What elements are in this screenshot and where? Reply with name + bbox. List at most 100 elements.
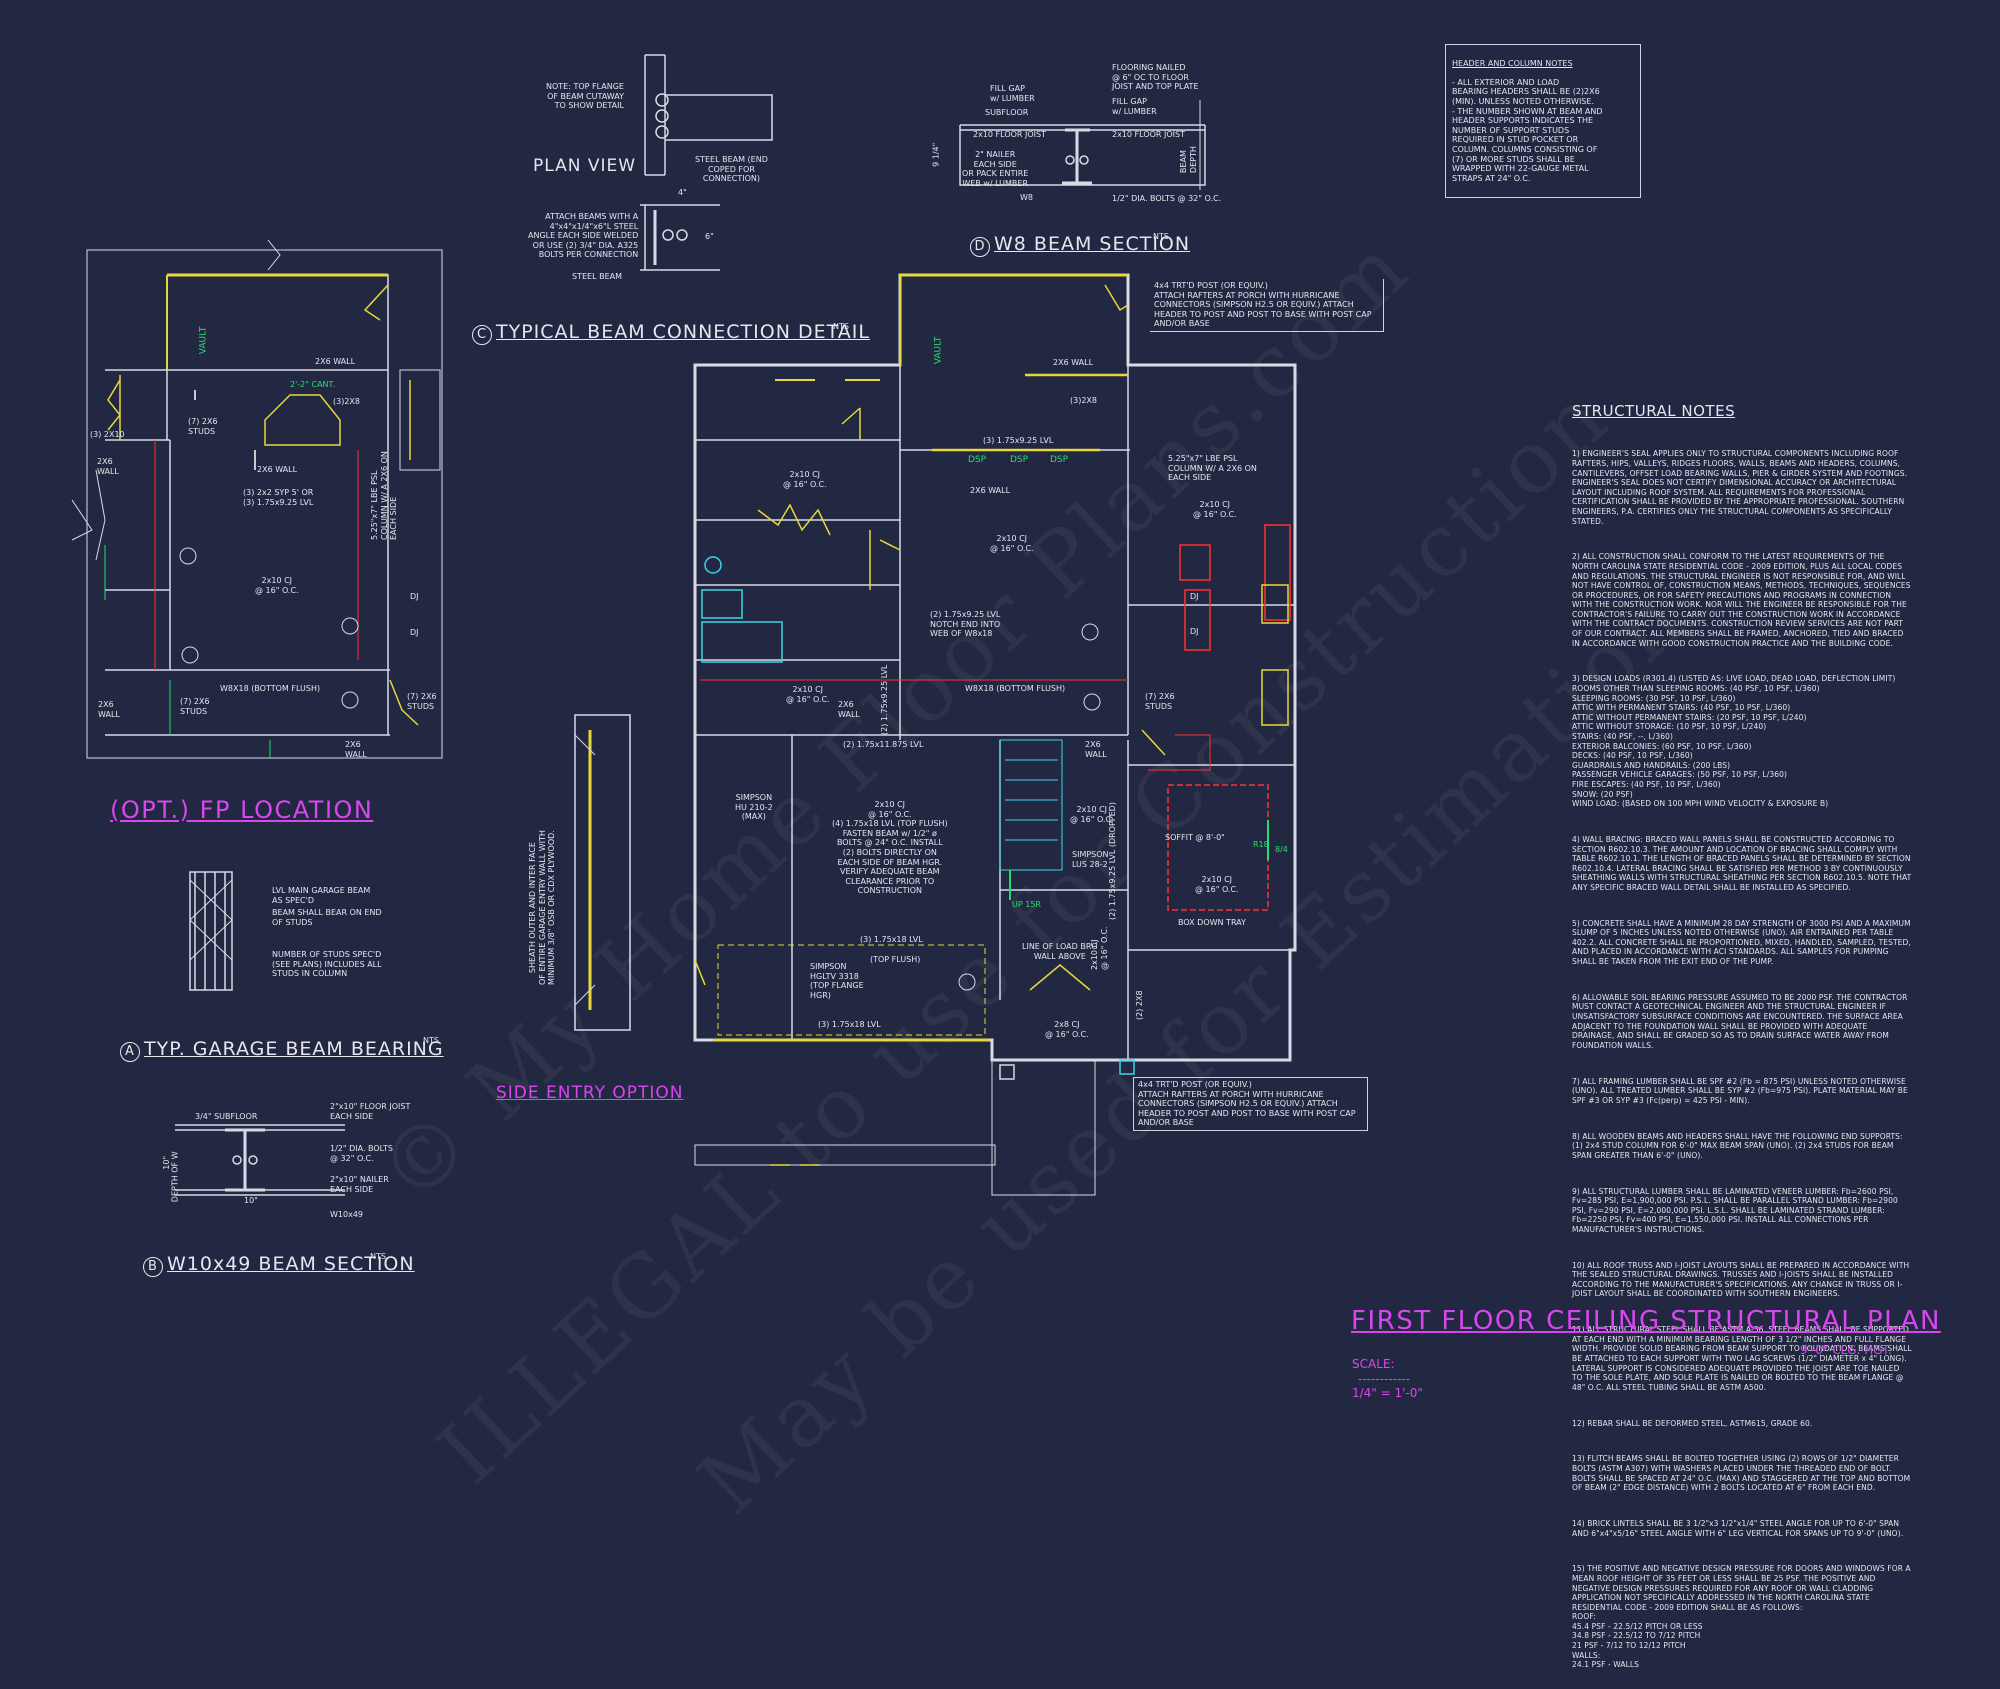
plan-view-note-top: NOTE: TOP FLANGE OF BEAM CUTAWAY TO SHOW… [546, 82, 624, 111]
w8-fill-gap-top: FILL GAP w/ LUMBER [990, 84, 1035, 103]
structural-notes: STRUCTURAL NOTES 1) ENGINEER'S SEAL APPL… [1572, 383, 1912, 1689]
garage-beam-note-3: NUMBER OF STUDS SPEC'D (SEE PLANS) INCLU… [272, 950, 382, 979]
w8-floor-joist-left: 2x10 FLOOR JOIST [973, 130, 1046, 139]
plan-studs: (7) 2X6 STUDS [1145, 692, 1175, 711]
note-12: 12) REBAR SHALL BE DEFORMED STEEL, ASTM6… [1572, 1418, 1813, 1428]
fp-dj-2: DJ [410, 628, 419, 637]
detail-marker-c: C [472, 324, 492, 345]
plan-vault: VAULT [933, 336, 944, 365]
sheet-scale-value: 1/4" = 1'-0" [1352, 1386, 1423, 1401]
w8-floor-joist-right: 2x10 FLOOR JOIST [1112, 130, 1185, 139]
garage-beam-title-text: TYP. GARAGE BEAM BEARING [144, 1037, 444, 1060]
plan-cj-f: 2x10 CJ @ 16" O.C. [1195, 875, 1239, 894]
note-6: 6) ALLOWABLE SOIL BEARING PRESSURE ASSUM… [1572, 992, 1908, 1050]
plan-dj-2: DJ [1190, 627, 1199, 636]
w8-section-title-text: W8 BEAM SECTION [994, 232, 1191, 255]
garage-beam-note-2: BEAM SHALL BEAR ON END OF STUDS [272, 908, 382, 927]
sheet-scale-dashes: ------------ [1358, 1371, 1410, 1386]
plan-simpson-hu: SIMPSON HU 210-2 (MAX) [735, 793, 773, 822]
w8-bolts: 1/2" DIA. BOLTS @ 32" O.C. [1112, 194, 1222, 203]
note-3: 3) DESIGN LOADS (R301.4) (LISTED AS: LIV… [1572, 674, 1896, 809]
garage-beam-bearing [189, 871, 233, 991]
note-1: 1) ENGINEER'S SEAL APPLIES ONLY TO STRUC… [1572, 449, 1908, 526]
fp-wall-b: 2X6 WALL [257, 465, 298, 474]
plan-cj-g: 2x8 CJ @ 16" O.C. [1045, 1020, 1089, 1039]
garage-beam-scale: NTS [423, 1036, 439, 1045]
fp-location-title: (OPT.) FP LOCATION [110, 796, 374, 824]
plan-view-label: PLAN VIEW [533, 156, 637, 176]
note-8: 8) ALL WOODEN BEAMS AND HEADERS SHALL HA… [1572, 1131, 1903, 1160]
w8-beam-depth: BEAM DEPTH [1178, 146, 1198, 174]
header-column-notes: HEADER AND COLUMN NOTES - ALL EXTERIOR A… [1445, 44, 1641, 198]
header-column-notes-body: - ALL EXTERIOR AND LOAD BEARING HEADERS … [1452, 77, 1603, 183]
plan-box-tray: BOX DOWN TRAY [1178, 918, 1246, 927]
w8-label: W8 [1020, 193, 1033, 202]
plan-lvl-dropped: (2) 1.75x9.25 LVL (DROPPED) [1108, 802, 1117, 920]
detail-marker-b: B [143, 1256, 163, 1277]
w10-bolts: 1/2" DIA. BOLTS @ 32" O.C. [330, 1144, 393, 1163]
plan-lvl-bottom: (3) 1.75x18 LVL [818, 1020, 881, 1029]
plan-lvl-notch: (2) 1.75x9.25 LVL NOTCH END INTO WEB OF … [930, 610, 1001, 639]
fp-studs-b: (7) 2X6 STUDS [180, 697, 210, 716]
w8-nailer: 2" NAILER EACH SIDE OR PACK ENTIRE WEB w… [962, 150, 1029, 188]
fp-wall-a: 2X6 WALL [97, 457, 119, 476]
plan-cj-e: 2x10 CJ @ 16" O.C. [1070, 805, 1114, 824]
note-7: 7) ALL FRAMING LUMBER SHALL BE SPF #2 (F… [1572, 1076, 1908, 1105]
beam-connection-detail [640, 54, 773, 271]
fp-wall-d: 2X6 WALL [345, 740, 367, 759]
plan-lvl-top: (3) 1.75x9.25 LVL [983, 436, 1054, 445]
plan-dsp-3: DSP [1050, 455, 1069, 465]
steel-beam-label: STEEL BEAM [572, 272, 622, 281]
w8-flooring: FLOORING NAILED @ 6" OC TO FLOOR JOIST A… [1112, 63, 1199, 92]
beam-connection-scale: NTS [833, 322, 849, 331]
w10-dim-w: 10" [244, 1196, 258, 1205]
garage-beam-note-1: LVL MAIN GARAGE BEAM AS SPEC'D [272, 886, 371, 905]
structural-notes-title: STRUCTURAL NOTES [1572, 402, 1736, 421]
w10-section-title-text: W10x49 BEAM SECTION [167, 1252, 415, 1275]
plan-view-note-steel: STEEL BEAM (END COPED FOR CONNECTION) [695, 155, 768, 184]
plan-wall-2x6: 2X6 WALL [1053, 358, 1094, 367]
fp-dj-1: DJ [410, 592, 419, 601]
sheet-scale: SCALE: ------------ 1/4" = 1'-0" [1352, 1343, 1423, 1401]
plan-wall-2x6-b: 2X6 WALL [970, 486, 1011, 495]
plan-lvl-flush: 2x10 CJ @ 16" O.C. (4) 1.75x18 LVL (TOP … [832, 800, 948, 896]
side-entry-title: SIDE ENTRY OPTION [496, 1083, 684, 1103]
w8-subfloor: SUBFLOOR [985, 108, 1029, 117]
fp-studs-7: (7) 2X6 STUDS [188, 417, 218, 436]
dim-6in: 6" [705, 232, 714, 241]
plan-up-15r: UP 15R [1012, 900, 1041, 909]
fp-3-2x10: (3) 2X10 [90, 430, 125, 439]
note-2: 2) ALL CONSTRUCTION SHALL CONFORM TO THE… [1572, 552, 1911, 648]
note-11: 11) ALL STRUCTURAL STEEL SHALL BE ASTM A… [1572, 1325, 1912, 1392]
w10-section-scale: NTS [370, 1252, 386, 1261]
w8-dim: 9 1/4" [931, 142, 941, 167]
fp-syp: (3) 2x2 SYP 5' OR (3) 1.75x9.25 LVL [243, 488, 314, 507]
plan-psl: 5.25"x7" LBE PSL COLUMN W/ A 2X6 ON EACH… [1168, 454, 1257, 483]
w10-beam: W10x49 [330, 1210, 364, 1219]
plan-3-2x8: (3)2X8 [1070, 396, 1097, 405]
note-15: 15) THE POSITIVE AND NEGATIVE DESIGN PRE… [1572, 1564, 1911, 1670]
porch-post-note-top: 4x4 TRT'D POST (OR EQUIV.) ATTACH RAFTER… [1150, 279, 1384, 332]
plan-simpson-hgt: SIMPSON HGLTV 3318 (TOP FLANGE HGR) [810, 962, 864, 1000]
plan-lvl-side: (2) 1.75x9.25 LVL [880, 664, 889, 735]
plan-cj-b: 2x10 CJ @ 16" O.C. [990, 534, 1034, 553]
fp-wall-c: 2X6 WALL [98, 700, 120, 719]
plan-simpson-lus: SIMPSON LUS 28-2 [1072, 850, 1109, 869]
fp-psl: 5.25"x7" LBE PSL COLUMN W/ A 2X6 ON EACH… [370, 451, 399, 540]
fp-studs-c: (7) 2X6 STUDS [407, 692, 437, 711]
w10-joist: 2"x10" FLOOR JOIST EACH SIDE [330, 1102, 411, 1121]
note-9: 9) ALL STRUCTURAL LUMBER SHALL BE LAMINA… [1572, 1186, 1898, 1234]
w8-section-scale: NTS [1153, 232, 1169, 241]
plan-cj-c: 2x10 CJ @ 16" O.C. [1193, 500, 1237, 519]
fp-wall-2x6: 2X6 WALL [315, 357, 356, 366]
fp-3-2x8: (3)2X8 [333, 397, 360, 406]
side-entry-detail [574, 714, 631, 1031]
plan-cj-h: 2x10 CJ @ 16" O.C. [1090, 926, 1109, 970]
sheet-ceiling-height: 9'-0" CLG. HGT. [1800, 1343, 1892, 1357]
w8-beam-section [959, 100, 1206, 190]
fp-cant: 2'-2" CANT. [290, 380, 336, 389]
note-10: 10) ALL ROOF TRUSS AND I-JOIST LAYOUTS S… [1572, 1260, 1910, 1299]
